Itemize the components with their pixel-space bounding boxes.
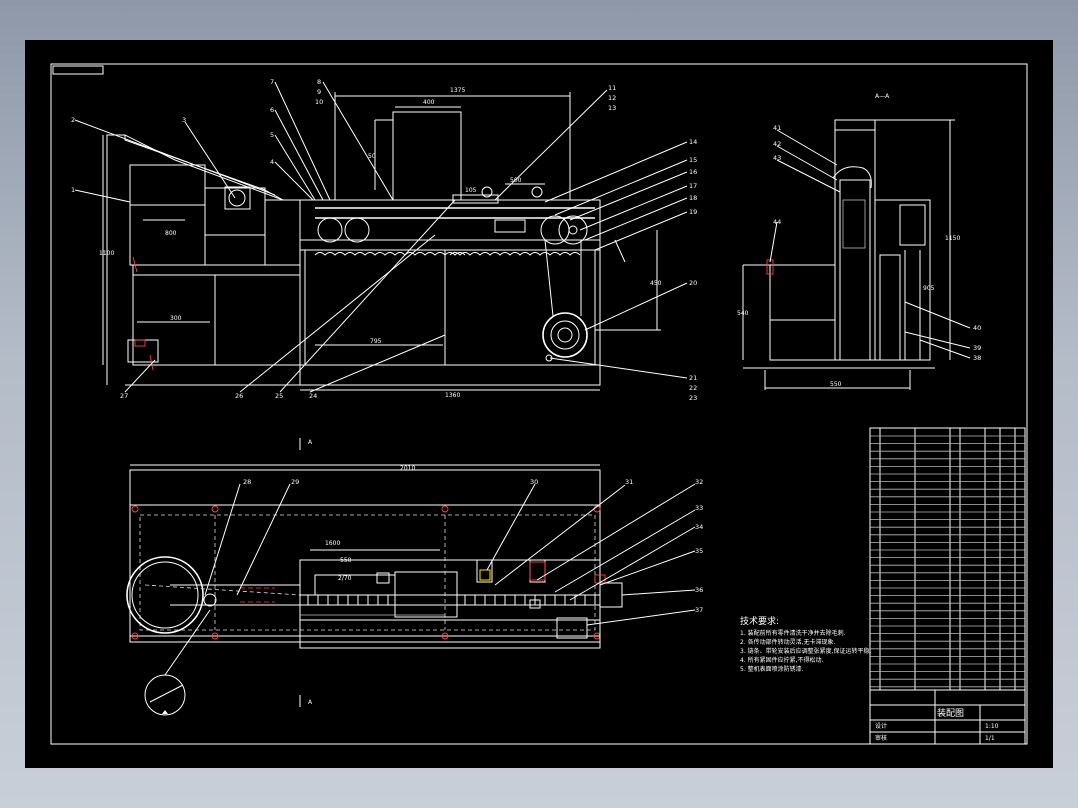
dim-drive-height: 450 (650, 280, 662, 287)
part-num-30: 30 (530, 478, 538, 486)
part-num-4: 4 (270, 158, 274, 166)
outer-border (50, 63, 1028, 745)
side-view-label: A—A (875, 93, 890, 100)
side-dim-lower: 540 (737, 310, 749, 317)
part-num-8: 8 (317, 78, 321, 86)
part-num-1: 1 (71, 186, 75, 194)
part-num-23: 23 (689, 394, 697, 402)
plan-view: A A (126, 438, 703, 716)
title-block: 装配图 设计 审核 1:10 1/1 (870, 689, 1025, 744)
part-num-38: 38 (973, 354, 981, 362)
notes-line-5: 5. 整机表面喷涂防锈漆. (740, 665, 804, 673)
part-num-26: 26 (235, 392, 243, 400)
part-num-3: 3 (182, 116, 186, 124)
side-dim-mid: 905 (923, 285, 935, 292)
part-num-16: 16 (689, 168, 697, 176)
plan-dim-mid: 1600 (325, 540, 340, 547)
part-num-9: 9 (317, 88, 321, 96)
plan-dim-overall: 2010 (400, 465, 415, 472)
part-num-22: 22 (689, 384, 697, 392)
notes-line-1: 1. 装配前所有零件清洗干净并去除毛刺. (740, 629, 846, 637)
part-num-43: 43 (773, 154, 781, 162)
part-num-36: 36 (695, 586, 703, 594)
part-num-25: 25 (275, 392, 283, 400)
part-num-31: 31 (625, 478, 633, 486)
part-num-42: 42 (773, 140, 781, 148)
part-num-24: 24 (309, 392, 317, 400)
part-num-18: 18 (689, 194, 697, 202)
part-num-44: 44 (773, 218, 781, 226)
plan-dim-conveyor: 550 (340, 557, 352, 564)
dim-105: 105 (465, 187, 477, 194)
dim-hopper-width: 400 (423, 99, 435, 106)
cad-drawing: 1375 400 50 105 500 450 1360 795 1100 80… (50, 63, 1028, 745)
part-num-6: 6 (270, 106, 274, 114)
part-num-5: 5 (270, 131, 274, 139)
side-view: A—A 41 42 43 44 40 39 (737, 93, 981, 390)
section-mark-bottom: A (308, 699, 313, 706)
part-num-32: 32 (695, 478, 703, 486)
part-num-41: 41 (773, 124, 781, 132)
dim-lower-span: 795 (370, 338, 382, 345)
drawing-canvas[interactable]: 1375 400 50 105 500 450 1360 795 1100 80… (25, 40, 1053, 768)
part-num-34: 34 (695, 523, 703, 531)
corner-tag (52, 65, 104, 75)
dim-box-label: 300 (170, 315, 182, 322)
notes-line-3: 3. 链条、带轮安装后应调整张紧度,保证运转平稳. (740, 647, 872, 655)
part-num-20: 20 (689, 279, 697, 287)
part-num-35: 35 (695, 547, 703, 555)
part-num-14: 14 (689, 138, 697, 146)
part-num-40: 40 (973, 324, 981, 332)
part-num-21: 21 (689, 374, 697, 382)
side-dim-height: 1150 (945, 235, 960, 242)
part-num-15: 15 (689, 156, 697, 164)
part-num-37: 37 (695, 606, 703, 614)
part-num-7: 7 (270, 78, 274, 86)
part-num-13: 13 (608, 104, 616, 112)
title-sheet: 1/1 (985, 735, 995, 742)
dim-spacing-500: 500 (510, 177, 522, 184)
title-scale: 1:10 (985, 723, 999, 730)
plan-dim-box: 2/70 (338, 575, 352, 582)
side-dim-width: 550 (830, 381, 842, 388)
part-num-29: 29 (291, 478, 299, 486)
part-num-2: 2 (71, 116, 75, 124)
title-drawing-name: 装配图 (937, 707, 964, 719)
technical-notes: 技术要求: 1. 装配前所有零件清洗干净并去除毛刺. 2. 各传动部件转动灵活,… (740, 615, 872, 673)
notes-line-4: 4. 所有紧固件应拧紧,不得松动. (740, 656, 824, 664)
part-num-27: 27 (120, 392, 128, 400)
notes-heading: 技术要求: (740, 615, 779, 627)
notes-line-2: 2. 各传动部件转动灵活,无卡滞现象. (740, 638, 836, 646)
part-num-19: 19 (689, 208, 697, 216)
part-num-12: 12 (608, 94, 616, 102)
part-num-28: 28 (243, 478, 251, 486)
dim-overall-length: 1360 (445, 392, 460, 399)
parts-list-table (869, 427, 1026, 745)
front-view: 1375 400 50 105 500 450 1360 795 1100 80… (71, 78, 697, 402)
part-num-39: 39 (973, 344, 981, 352)
part-num-10: 10 (315, 98, 323, 106)
dim-top-width: 1375 (450, 87, 465, 94)
dim-left-label: 1100 (99, 250, 114, 257)
section-mark-top: A (308, 439, 313, 446)
part-num-17: 17 (689, 182, 697, 190)
dim-left-height: 50 (368, 153, 376, 160)
title-designer: 设计 (875, 722, 887, 730)
title-checker: 审核 (875, 734, 887, 742)
part-num-11: 11 (608, 84, 616, 92)
part-num-33: 33 (695, 504, 703, 512)
dim-mid-label: 800 (165, 230, 177, 237)
